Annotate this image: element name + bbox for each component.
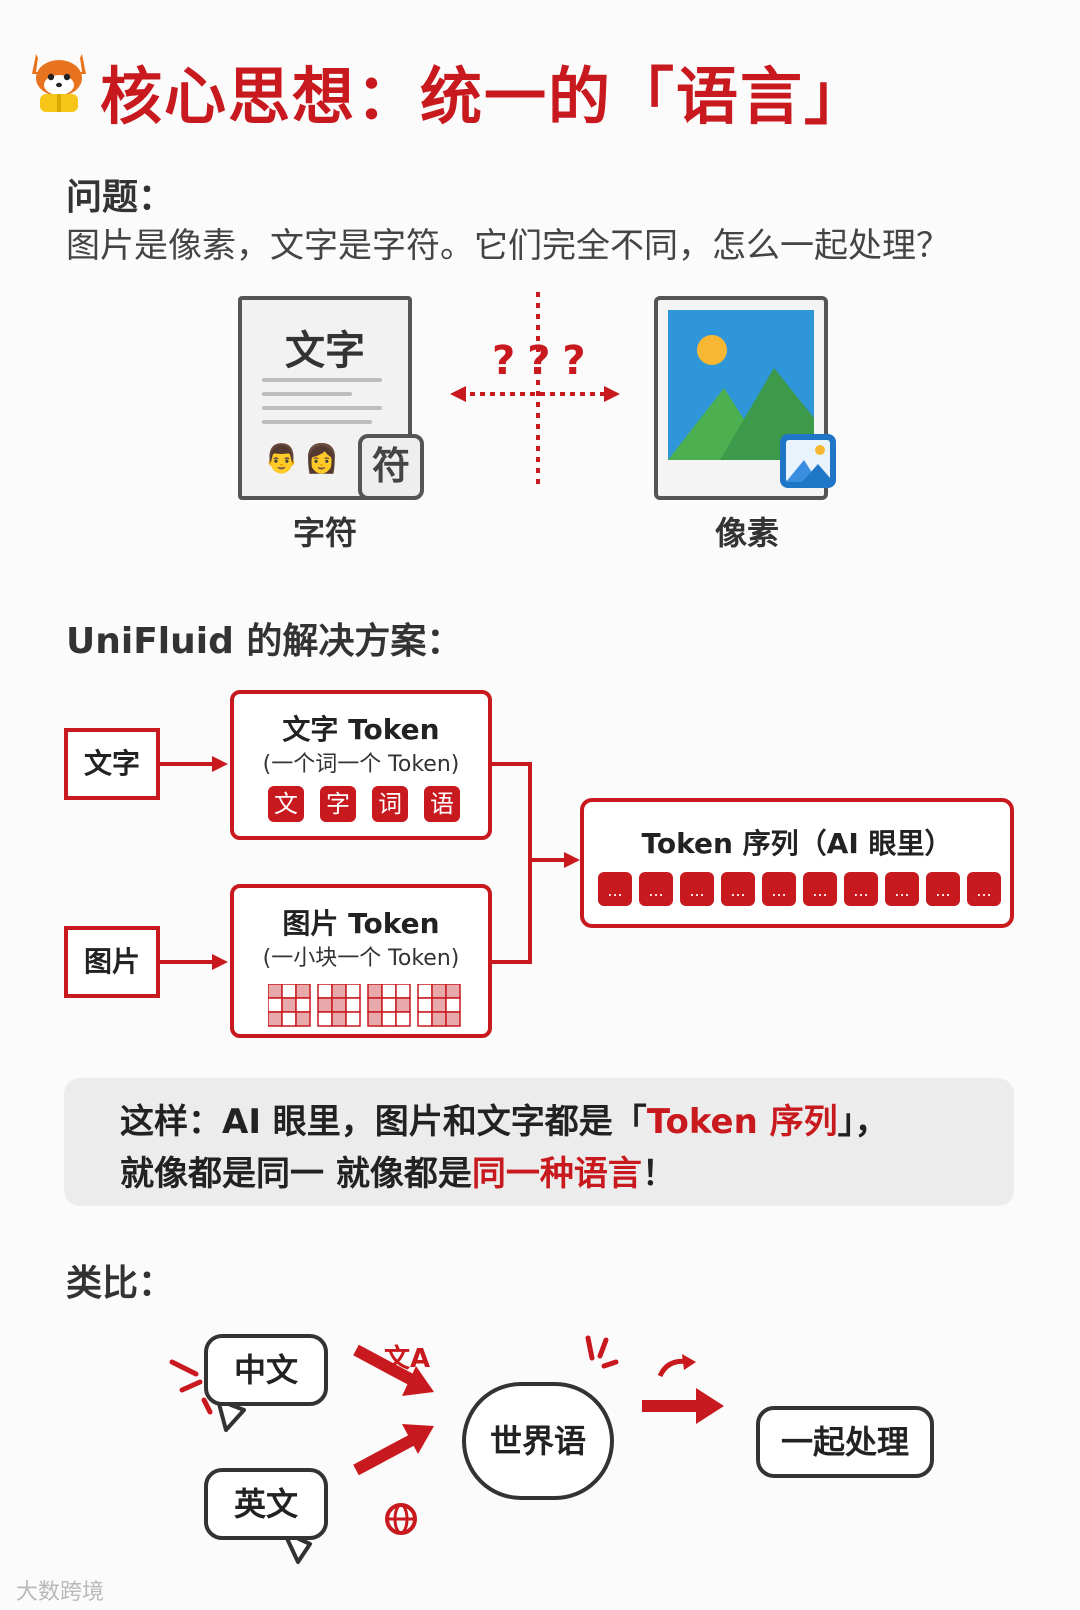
image-patch-cell <box>282 998 296 1012</box>
image-patch-cell <box>346 984 360 998</box>
text-token-subtitle: (一个词一个 Token) <box>234 746 488 778</box>
token-sequence-box: Token 序列（AI 眼里） ........................… <box>580 798 1014 928</box>
process-together-box: 一起处理 <box>756 1406 934 1478</box>
image-patch-cell <box>346 998 360 1012</box>
text-token-chip: 语 <box>424 786 460 822</box>
image-token-title: 图片 Token <box>234 902 488 942</box>
image-patch-cell <box>446 1012 460 1026</box>
note-line-2-highlight: 同一种语言 <box>472 1154 642 1194</box>
image-patch-cell <box>268 984 282 998</box>
globe-icon <box>384 1502 418 1536</box>
image-patch-cell <box>418 1012 432 1026</box>
image-patch-cell <box>446 998 460 1012</box>
image-patch-cell <box>318 1012 332 1026</box>
image-patch-cell <box>368 998 382 1012</box>
translate-icon: 文A <box>384 1338 430 1375</box>
image-patch-cell <box>318 998 332 1012</box>
text-token-chip: 词 <box>372 786 408 822</box>
sequence-token-chip: ... <box>639 872 673 906</box>
image-patch-cell <box>282 984 296 998</box>
token-sequence-title: Token 序列（AI 眼里） <box>584 822 1010 862</box>
text-token-title: 文字 Token <box>234 708 488 748</box>
image-patch-row <box>268 984 468 1028</box>
flow-connectors <box>0 0 1080 1100</box>
image-patch-cell <box>346 1012 360 1026</box>
image-patch-cell <box>396 1012 410 1026</box>
image-patch-cell <box>268 1012 282 1026</box>
image-token-box: 图片 Token (一小块一个 Token) <box>230 884 492 1038</box>
image-patch-cell <box>418 998 432 1012</box>
image-patch-cell <box>332 998 346 1012</box>
note-line-1-text: 这样：AI 眼里，图片和文字都是「 <box>120 1102 647 1142</box>
image-patch-cell <box>318 984 332 998</box>
sequence-token-chip: ... <box>803 872 837 906</box>
image-patch-cell <box>368 1012 382 1026</box>
image-patch-cell <box>296 998 310 1012</box>
analogy-heading: 类比： <box>66 1254 174 1306</box>
summary-note: 这样：AI 眼里，图片和文字都是「Token 序列」， 就像都是同一 就像都是同… <box>64 1078 1014 1206</box>
image-patch-cell <box>418 984 432 998</box>
note-line-2-end: ！ <box>642 1154 676 1194</box>
token-sequence-row: .............................. <box>598 872 1002 912</box>
image-patch-cell <box>332 1012 346 1026</box>
image-patch-cell <box>396 998 410 1012</box>
sequence-token-chip: ... <box>598 872 632 906</box>
sequence-token-chip: ... <box>885 872 919 906</box>
text-token-chip: 字 <box>320 786 356 822</box>
image-patch-cell <box>396 984 410 998</box>
text-token-chip: 文 <box>268 786 304 822</box>
note-line-2: 就像都是同一 就像都是同一种语言！ <box>120 1146 676 1195</box>
image-patch-cell <box>432 984 446 998</box>
image-patch-cell <box>332 984 346 998</box>
esperanto-bubble: 世界语 <box>462 1382 614 1500</box>
sequence-token-chip: ... <box>844 872 878 906</box>
image-patch-cell <box>268 998 282 1012</box>
image-patch-cell <box>446 984 460 998</box>
image-patch-cell <box>432 998 446 1012</box>
sequence-token-chip: ... <box>680 872 714 906</box>
sequence-token-chip: ... <box>721 872 755 906</box>
image-patch-cell <box>382 1012 396 1026</box>
note-line-2-text: 就像都是同一 就像都是 <box>120 1154 472 1194</box>
watermark: 大数跨境 <box>16 1574 104 1606</box>
sequence-token-chip: ... <box>762 872 796 906</box>
sequence-token-chip: ... <box>926 872 960 906</box>
note-line-1-highlight: Token 序列 <box>647 1102 838 1142</box>
image-token-subtitle: (一小块一个 Token) <box>234 940 488 972</box>
image-patch-cell <box>432 1012 446 1026</box>
note-line-1-end: 」， <box>838 1102 889 1142</box>
english-bubble: 英文 <box>204 1468 328 1540</box>
image-patch-cell <box>296 984 310 998</box>
image-patch-cell <box>382 998 396 1012</box>
image-patch-cell <box>382 984 396 998</box>
sequence-token-chip: ... <box>967 872 1001 906</box>
note-line-1: 这样：AI 眼里，图片和文字都是「Token 序列」， <box>120 1094 889 1143</box>
chinese-bubble: 中文 <box>204 1334 328 1406</box>
image-patch-cell <box>368 984 382 998</box>
image-patch-cell <box>296 1012 310 1026</box>
image-patch-cell <box>282 1012 296 1026</box>
text-token-box: 文字 Token (一个词一个 Token) 文 字 词 语 <box>230 690 492 840</box>
